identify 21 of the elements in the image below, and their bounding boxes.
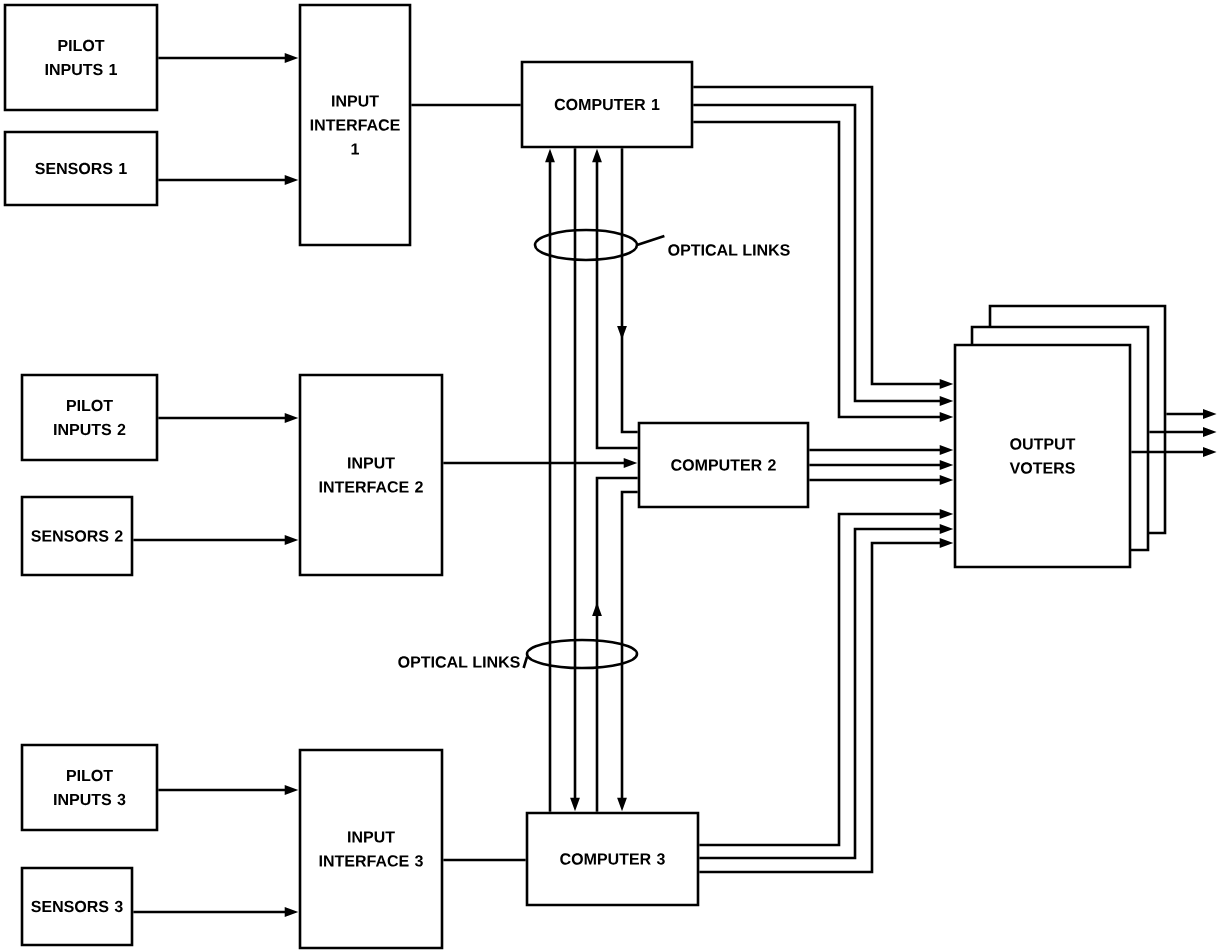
input-box: PILOT INPUTS 3	[20, 743, 159, 832]
computer-box: COMPUTER 3	[525, 811, 700, 907]
callout-label: OPTICAL LINKS	[398, 656, 520, 668]
arrow	[592, 476, 638, 812]
callout-ellipse	[522, 638, 639, 670]
input-box: PILOT INPUTS 1	[3, 3, 159, 112]
callout-label: OPTICAL LINKS	[668, 244, 790, 256]
interface-box: INPUT INTERFACE 3	[298, 748, 444, 950]
computer-box: COMPUTER 2	[637, 421, 810, 509]
arrow	[617, 148, 638, 434]
interface-box: INPUT INTERFACE 1	[298, 3, 412, 247]
connector-line	[411, 103, 521, 107]
input-box: SENSORS 3	[20, 866, 134, 947]
voter-box: OUTPUT VOTERS	[953, 343, 1132, 569]
input-box: SENSORS 1	[3, 130, 159, 207]
computer-box: COMPUTER 1	[520, 60, 694, 149]
input-box: SENSORS 2	[20, 495, 134, 577]
callout-ellipse	[533, 228, 666, 262]
connector-line	[443, 858, 526, 862]
interface-box: INPUT INTERFACE 2	[298, 373, 444, 577]
input-box: PILOT INPUTS 2	[20, 373, 159, 462]
